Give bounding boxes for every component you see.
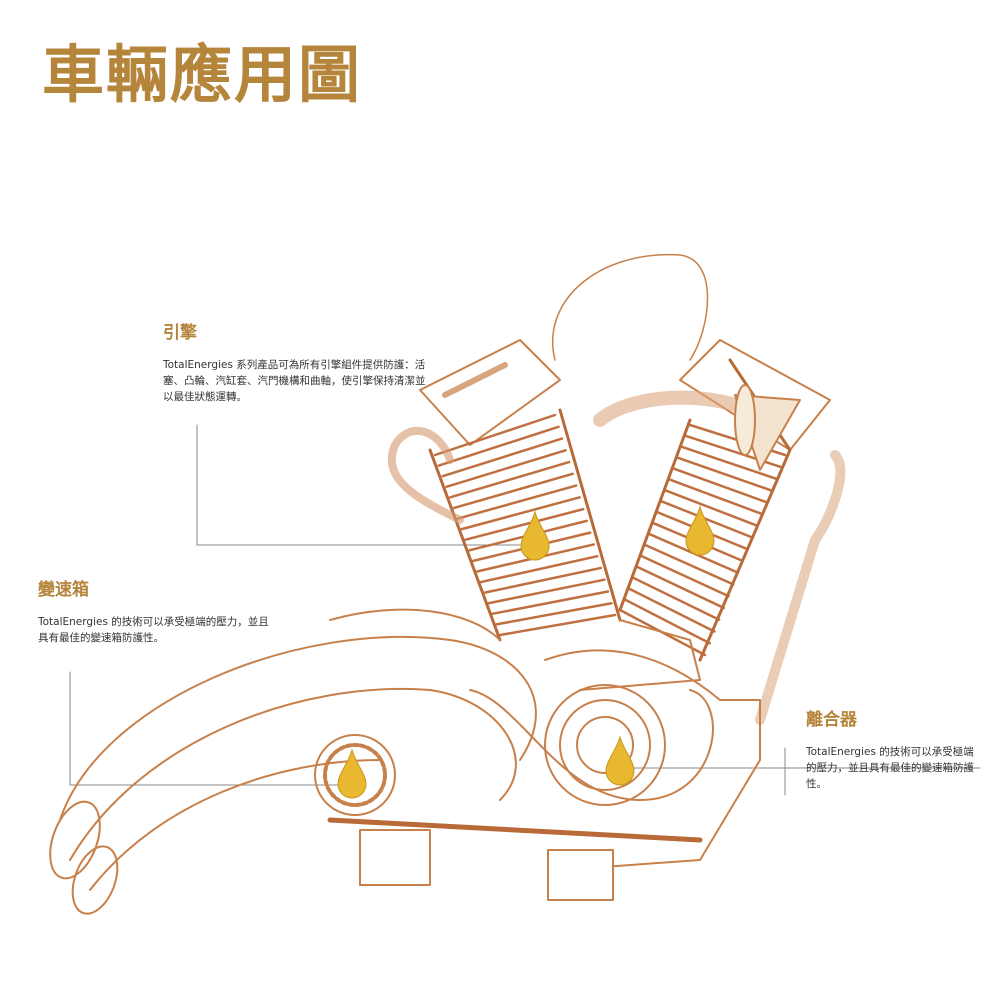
cooling-fin	[680, 445, 777, 480]
callout-engine-body: TotalEnergies 系列產品可為所有引擎組件提供防護：活塞、凸輪、汽缸套…	[163, 359, 426, 403]
cooling-fin	[452, 472, 574, 510]
callout-clutch: 離合器 TotalEnergies 的技術可以承受極端的壓力，並且具有最佳的變速…	[806, 705, 976, 792]
cooling-fin	[668, 478, 763, 516]
page-title: 車輛應用圖	[42, 38, 363, 111]
cooling-fin	[664, 489, 759, 527]
cooling-fin	[464, 507, 585, 541]
cooling-fin	[626, 586, 716, 633]
cooling-fin	[622, 597, 711, 645]
callout-gearbox-heading: 變速箱	[38, 580, 89, 600]
cooling-fin	[479, 554, 599, 584]
cooling-fin	[441, 437, 564, 478]
callout-engine-heading: 引擎	[163, 323, 197, 343]
callout-clutch-heading: 離合器	[806, 710, 857, 730]
cooling-fin	[635, 565, 726, 610]
cooling-fin	[487, 578, 606, 605]
cooling-fin	[449, 460, 571, 499]
cooling-fin	[639, 554, 730, 598]
cooling-fin	[433, 413, 557, 457]
oil-drop-icon	[685, 505, 715, 556]
leader-lines	[69, 424, 981, 796]
cooling-fin	[445, 449, 567, 489]
callout-gearbox-body: TotalEnergies 的技術可以承受極端的壓力，並且具有最佳的變速箱防護性…	[38, 616, 269, 644]
cooling-fin	[456, 484, 578, 520]
oil-drop-icon	[337, 748, 367, 799]
cooling-fin	[460, 496, 581, 531]
cooling-fin	[437, 425, 560, 467]
callout-engine: 引擎 TotalEnergies 系列產品可為所有引擎組件提供防護：活塞、凸輪、…	[163, 318, 433, 405]
cooling-fin	[483, 566, 603, 594]
cooling-fin	[643, 543, 735, 586]
callout-gearbox: 變速箱 TotalEnergies 的技術可以承受極端的壓力，並且具有最佳的變速…	[38, 575, 278, 646]
cooling-fin	[676, 456, 773, 492]
oil-drop-icon	[605, 735, 635, 786]
cooling-fin	[498, 613, 617, 637]
cooling-fin	[631, 576, 721, 621]
cooling-fin	[494, 601, 613, 626]
oil-drop-icon	[520, 510, 550, 561]
cooling-fin	[491, 590, 610, 616]
cooling-fin	[659, 499, 754, 539]
oil-drops	[337, 505, 715, 799]
callout-clutch-body: TotalEnergies 的技術可以承受極端的壓力，並且具有最佳的變速箱防護性…	[806, 746, 974, 790]
cooling-fin	[672, 467, 768, 504]
